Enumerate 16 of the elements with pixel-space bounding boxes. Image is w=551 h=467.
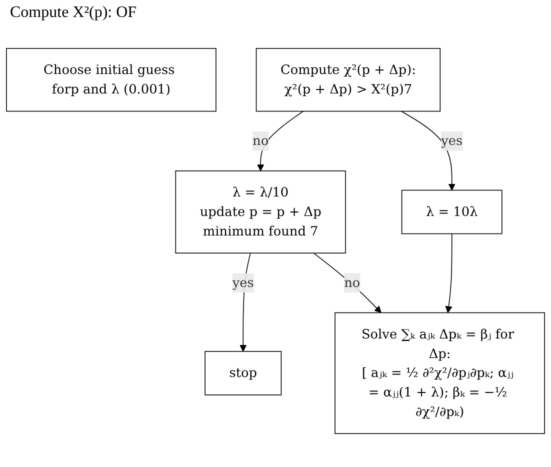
arrow [257,110,304,172]
node-box: Choose initial guess forp and λ (0.001) [6,48,216,112]
node-box: λ = 10λ [401,190,502,234]
node-box: Compute χ²(p + Δp): χ²(p + Δp) > X²(p)7 [256,48,441,112]
arrow [240,252,251,352]
edge-label: no [252,133,269,148]
edge-label: no [344,274,360,290]
edge-label: yes [441,133,463,148]
arrow [313,252,382,314]
node-box: stop [204,351,282,396]
arrow [401,110,456,191]
node-box: Solve ∑ₖ aⱼₖ Δpₖ = βⱼ for Δp: [ aⱼₖ = ½ ∂²χ²/∂pⱼ∂pₖ; αⱼⱼ = αⱼⱼ(1 + λ); βₖ = −½ ∂χ²/∂pₖ) [334,312,545,434]
edge-label: yes [232,274,254,290]
arrow [445,233,452,314]
step-text: Compute X²(p): OF [10,4,138,22]
node-box: λ = λ/10 update p = p + Δp minimum found 7 [175,170,346,254]
